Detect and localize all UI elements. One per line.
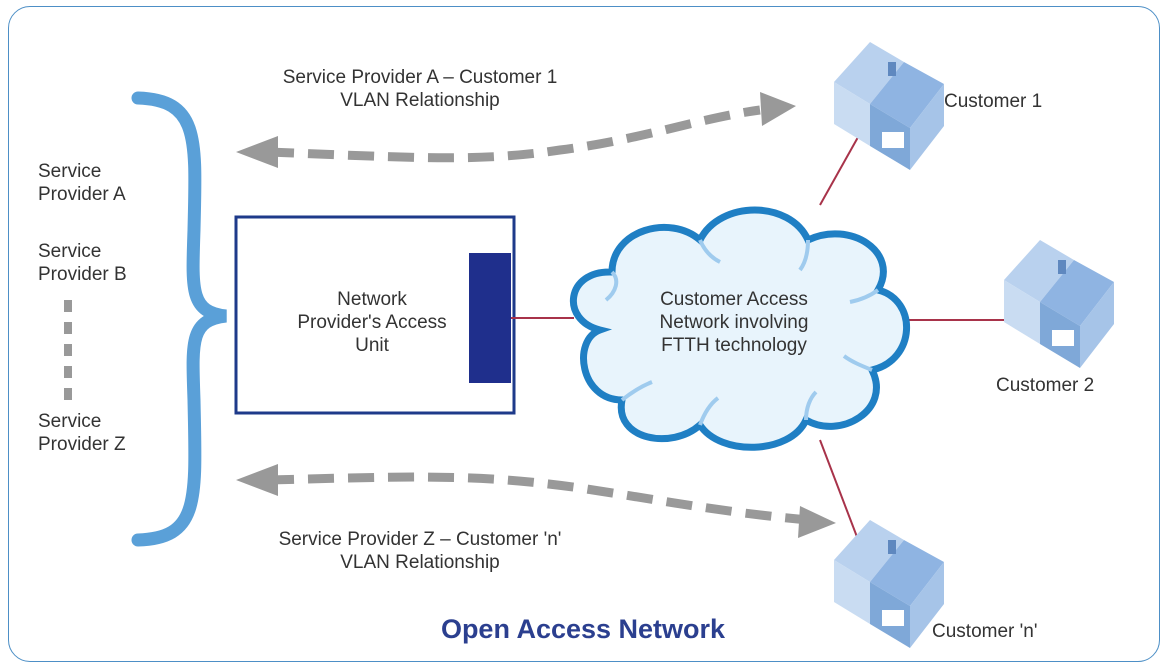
diagram-title: Open Access Network (440, 614, 726, 644)
customer-n-label: Customer 'n' (932, 621, 1038, 642)
bottom-vlan-arrow (236, 464, 836, 538)
access-unit-label: Network Provider's Access Unit (297, 289, 447, 356)
access-unit-box (234, 215, 516, 415)
provider-z-label: Service Provider Z (38, 411, 126, 455)
house-icon (1004, 240, 1114, 368)
cloud-label: Customer Access Network involving FTTH t… (659, 289, 809, 356)
provider-brace (131, 91, 228, 547)
link-customer-n (819, 439, 863, 551)
house-icon (834, 42, 944, 170)
link-customer-1 (819, 129, 863, 206)
relationship-top-label: Service Provider A – Customer 1 VLAN Rel… (282, 67, 558, 111)
provider-a-label: Service Provider A (38, 161, 126, 205)
house-icon (834, 520, 944, 648)
customer-2-label: Customer 2 (996, 375, 1095, 396)
diagram-frame (8, 6, 1160, 662)
provider-b-label: Service Provider B (38, 241, 127, 285)
relationship-bottom-label: Service Provider Z – Customer 'n' VLAN R… (278, 529, 562, 573)
top-vlan-arrow (236, 92, 796, 168)
access-unit-port (469, 253, 511, 383)
access-network-cloud (570, 206, 911, 451)
customer-1-label: Customer 1 (944, 91, 1043, 112)
